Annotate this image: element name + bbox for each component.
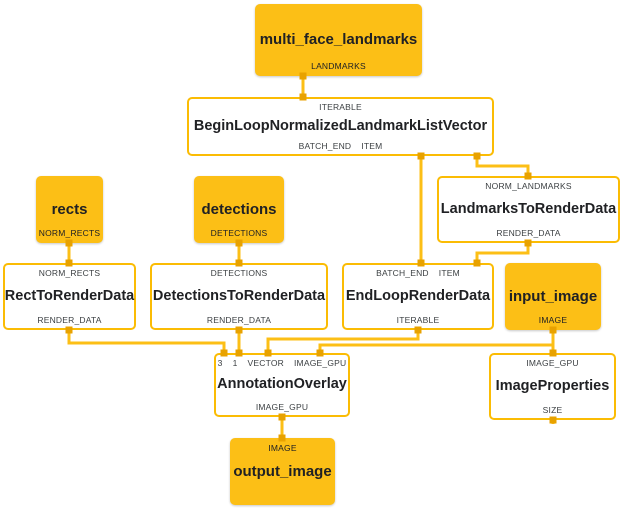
output-port-image-gpu[interactable]: IMAGE_GPU	[255, 402, 309, 412]
input-ports-begin_loop: ITERABLE	[189, 102, 492, 112]
input-port-batch-end[interactable]: BATCH_END	[376, 268, 429, 278]
node-title-multi_face_landmarks: multi_face_landmarks	[259, 31, 418, 49]
output-port-batch-end[interactable]: BATCH_END	[298, 141, 352, 151]
node-title-output_image: output_image	[233, 462, 332, 480]
output-ports-multi_face_landmarks: LANDMARKS	[257, 61, 420, 71]
output-port-render-data[interactable]: RENDER_DATA	[206, 315, 272, 325]
input-ports-landmarks_to_render_data: NORM_LANDMARKS	[439, 181, 618, 191]
input-port-norm-rects[interactable]: NORM_RECTS	[38, 268, 101, 278]
pin-recttorender-out	[65, 326, 73, 334]
input-port-image-gpu[interactable]: IMAGE_GPU	[526, 358, 579, 368]
input-port-image[interactable]: IMAGE	[268, 443, 297, 453]
output-ports-rect_to_render_data: RENDER_DATA	[5, 315, 134, 325]
pin-detectionsrender-in	[235, 259, 243, 267]
node-title-annotation_overlay: AnnotationOverlay	[217, 376, 347, 393]
output-ports-image_properties: SIZE	[491, 405, 614, 415]
output-ports-input_image: IMAGE	[507, 315, 599, 325]
input-ports-output_image: IMAGE	[232, 443, 333, 453]
node-title-begin_loop: BeginLoopNormalizedLandmarkListVector	[193, 117, 488, 134]
pin-landmarksrender-in	[524, 172, 532, 180]
input-port-3[interactable]: 3	[217, 358, 223, 368]
pin-detectionsrender-out	[235, 326, 243, 334]
pin-beginloop-iterable-in	[299, 93, 307, 101]
pin-endloop-item-in	[473, 259, 481, 267]
node-title-landmarks_to_render_data: LandmarksToRenderData	[440, 200, 617, 217]
pin-recttorender-in	[65, 259, 73, 267]
output-port-iterable[interactable]: ITERABLE	[396, 315, 440, 325]
node-title-rect_to_render_data: RectToRenderData	[4, 287, 135, 304]
output-port-norm-rects[interactable]: NORM_RECTS	[38, 228, 101, 238]
pin-endloop-batchend-in	[417, 259, 425, 267]
input-ports-end_loop_render_data: BATCH_END ITEM	[344, 268, 492, 278]
output-port-landmarks[interactable]: LANDMARKS	[311, 61, 366, 71]
pin-overlay-port3-in	[220, 349, 228, 357]
edge-landmarksrender-to-endloop-item	[475, 243, 530, 263]
pin-multi-face-landmarks-out	[299, 72, 307, 80]
input-port-vector[interactable]: VECTOR	[247, 358, 284, 368]
output-ports-annotation_overlay: IMAGE_GPU	[216, 402, 348, 412]
pin-beginloop-batchend-out	[417, 152, 425, 160]
output-port-render-data[interactable]: RENDER_DATA	[496, 228, 561, 238]
pin-rects-out	[65, 239, 73, 247]
node-title-detections_to_render_data: DetectionsToRenderData	[152, 287, 326, 304]
node-title-image_properties: ImageProperties	[495, 377, 610, 394]
output-ports-end_loop_render_data: ITERABLE	[344, 315, 492, 325]
pin-detections-out	[235, 239, 243, 247]
output-ports-rects: NORM_RECTS	[38, 228, 101, 238]
input-port-detections[interactable]: DETECTIONS	[210, 268, 268, 278]
input-port-iterable[interactable]: ITERABLE	[319, 102, 362, 112]
pin-outputimage-in	[278, 434, 286, 442]
pin-beginloop-item-out	[473, 152, 481, 160]
edge-recttorender-to-overlay-3	[67, 330, 226, 353]
input-port-1[interactable]: 1	[232, 358, 238, 368]
input-ports-image_properties: IMAGE_GPU	[491, 358, 614, 368]
edge-inputimage-to-overlay-imagegpu	[318, 330, 555, 353]
input-ports-rect_to_render_data: NORM_RECTS	[5, 268, 134, 278]
pin-landmarksrender-out	[524, 239, 532, 247]
pin-imageproperties-size-out	[549, 416, 557, 424]
output-port-detections[interactable]: DETECTIONS	[210, 228, 268, 238]
pin-overlay-imagegpu-out	[278, 413, 286, 421]
node-begin_loop[interactable]: ITERABLE BeginLoopNormalizedLandmarkListV…	[187, 97, 494, 156]
output-ports-detections_to_render_data: RENDER_DATA	[152, 315, 326, 325]
pin-overlay-vector-in	[264, 349, 272, 357]
node-title-rects: rects	[51, 200, 88, 218]
output-ports-landmarks_to_render_data: RENDER_DATA	[439, 228, 618, 238]
input-port-image-gpu[interactable]: IMAGE_GPU	[294, 358, 347, 368]
node-output_image[interactable]: IMAGE output_image	[230, 438, 335, 505]
node-title-end_loop_render_data: EndLoopRenderData	[345, 287, 491, 304]
input-port-norm-landmarks[interactable]: NORM_LANDMARKS	[485, 181, 572, 191]
pin-endloop-iterable-out	[414, 326, 422, 334]
pin-overlay-imagegpu-in	[316, 349, 324, 357]
pin-imageproperties-in	[549, 349, 557, 357]
output-port-size[interactable]: SIZE	[542, 405, 563, 415]
edge-beginloop-item-to-landmarksrender	[475, 156, 530, 176]
pin-inputimage-out	[549, 326, 557, 334]
output-ports-begin_loop: BATCH_END ITEM	[189, 141, 492, 151]
node-title-detections: detections	[201, 200, 277, 218]
output-ports-detections: DETECTIONS	[196, 228, 282, 238]
input-ports-detections_to_render_data: DETECTIONS	[152, 268, 326, 278]
pin-overlay-port1-in	[235, 349, 243, 357]
node-title-input_image: input_image	[508, 287, 598, 305]
output-port-item[interactable]: ITEM	[361, 141, 383, 151]
output-port-render-data[interactable]: RENDER_DATA	[37, 315, 102, 325]
edge-endloop-to-overlay-vector	[266, 330, 420, 353]
output-port-image[interactable]: IMAGE	[538, 315, 568, 325]
input-port-item[interactable]: ITEM	[438, 268, 460, 278]
